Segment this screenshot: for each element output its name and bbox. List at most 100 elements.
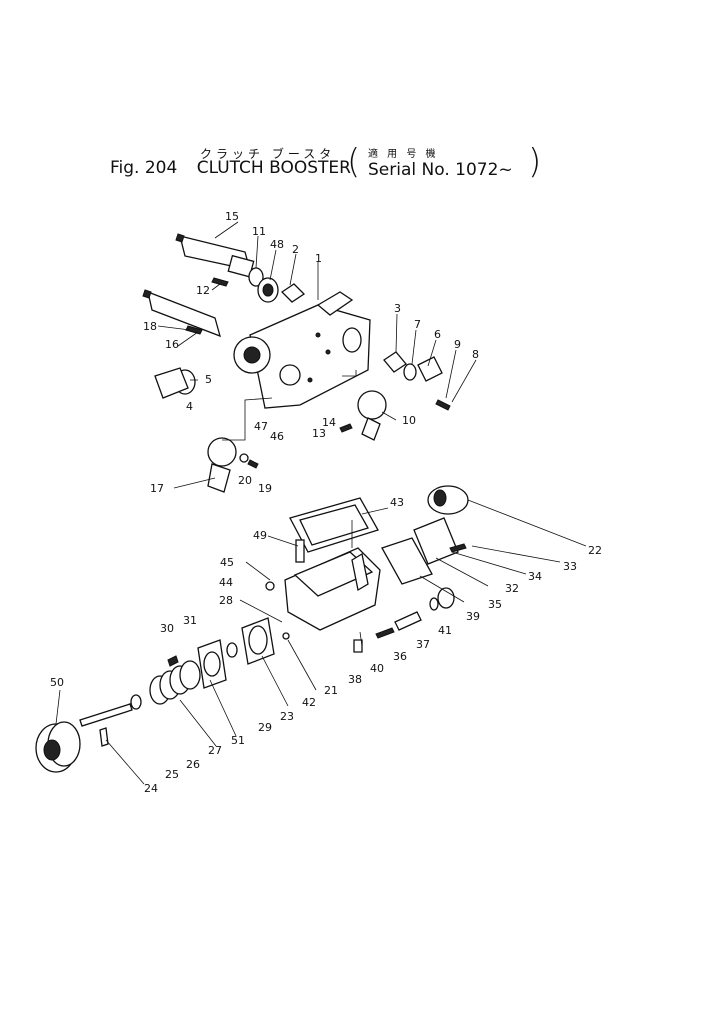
- part-label: 41: [438, 624, 452, 637]
- part-label: 38: [348, 673, 362, 686]
- lever-17: [207, 437, 237, 493]
- part-label: 51: [231, 734, 245, 747]
- part-label: 11: [252, 225, 266, 238]
- ring-29: [226, 642, 238, 658]
- ring-26: [130, 694, 142, 710]
- part-label: 21: [324, 684, 338, 697]
- close-paren: ): [528, 142, 542, 182]
- part-label: 40: [370, 662, 384, 675]
- cover-32: [413, 517, 459, 565]
- part-label: 10: [402, 414, 416, 427]
- part-label: 1: [315, 252, 322, 265]
- part-label: 42: [302, 696, 316, 709]
- pin-24: [99, 727, 109, 747]
- part-label: 4: [186, 400, 193, 413]
- bushing-3: [383, 351, 407, 373]
- part-label: 39: [466, 610, 480, 623]
- figure-title: Fig. 204 CLUTCH BOOSTER: [110, 158, 365, 178]
- part-label: 36: [393, 650, 407, 663]
- part-label: 19: [258, 482, 272, 495]
- bushing-2: [280, 283, 306, 303]
- housing-1: [233, 291, 371, 409]
- part-label: 32: [505, 582, 519, 595]
- open-paren: (: [347, 142, 361, 182]
- part-label: 23: [280, 710, 294, 723]
- part-label: 20: [238, 474, 252, 487]
- part-label: 30: [160, 622, 174, 635]
- gasket-35: [381, 537, 433, 585]
- part-label: 27: [208, 744, 222, 757]
- seal-39: [437, 587, 455, 609]
- pin-12: [211, 277, 229, 287]
- washer-20: [239, 453, 249, 463]
- gasket-43-inner: [299, 504, 369, 546]
- rod-25: [79, 703, 133, 727]
- part-label: 45: [220, 556, 234, 569]
- part-label: 33: [563, 560, 577, 573]
- part-label: 29: [258, 721, 272, 734]
- ring-41: [429, 597, 439, 611]
- part-label: 50: [50, 676, 64, 689]
- part-label: 7: [414, 318, 421, 331]
- piston-22: [427, 485, 469, 515]
- part-label: 6: [434, 328, 441, 341]
- bearing-48: [257, 277, 279, 303]
- bushing-5: [154, 367, 196, 399]
- part-labels: 15 11 48 2 1 12 18 16 5 4 3 7 6 9 8 47 4…: [50, 210, 602, 795]
- part-label: 18: [143, 320, 157, 333]
- plug-42: [282, 632, 290, 640]
- part-label: 2: [292, 243, 299, 256]
- serial-range: Serial No. 1072~: [368, 160, 513, 180]
- flange-51-boss: [203, 651, 221, 677]
- part-label: 48: [270, 238, 284, 251]
- bolt-33: [449, 543, 467, 553]
- title-jp-serial: 適 用 号 機: [368, 149, 439, 160]
- part-label: 35: [488, 598, 502, 611]
- part-label: 9: [454, 338, 461, 351]
- part-label: 34: [528, 570, 542, 583]
- valve-37: [394, 611, 422, 631]
- part-label: 24: [144, 782, 158, 795]
- plug-38: [353, 639, 363, 653]
- figure-number: Fig. 204: [110, 158, 178, 178]
- cover-23-boss: [248, 625, 268, 655]
- part-label: 37: [416, 638, 430, 651]
- shaft-15: [175, 233, 255, 278]
- lever-10: [357, 390, 387, 441]
- part-label: 12: [196, 284, 210, 297]
- part-label: 15: [225, 210, 239, 223]
- spring-27: [149, 660, 201, 705]
- part-label: 22: [588, 544, 602, 557]
- bolt-13: [339, 423, 353, 433]
- title-jp-name: クラッチ ブースタ: [200, 147, 336, 161]
- bolt-30: [167, 655, 179, 667]
- part-label: 31: [183, 614, 197, 627]
- part-label: 47: [254, 420, 268, 433]
- bolt-8: [435, 399, 451, 411]
- part-label: 13: [312, 427, 326, 440]
- part-label: 17: [150, 482, 164, 495]
- part-label: 49: [253, 529, 267, 542]
- ring-7: [403, 363, 417, 381]
- boot-50: [35, 721, 81, 773]
- bolt-44: [265, 581, 275, 591]
- part-label: 26: [186, 758, 200, 771]
- spring-36: [375, 627, 395, 639]
- cover-6: [417, 356, 443, 382]
- part-label: 5: [205, 373, 212, 386]
- stud-49: [295, 539, 305, 563]
- part-label: 25: [165, 768, 179, 781]
- part-label: 16: [165, 338, 179, 351]
- part-label: 8: [472, 348, 479, 361]
- part-label: 43: [390, 496, 404, 509]
- part-label: 46: [270, 430, 284, 443]
- part-label: 44: [219, 576, 233, 589]
- bolt-19: [247, 459, 259, 469]
- part-label: 28: [219, 594, 233, 607]
- body-21: [284, 547, 381, 631]
- leader-lines: [55, 221, 587, 785]
- part-label: 14: [322, 416, 336, 429]
- figure-name: CLUTCH BOOSTER: [196, 158, 351, 178]
- ring-11: [248, 267, 264, 287]
